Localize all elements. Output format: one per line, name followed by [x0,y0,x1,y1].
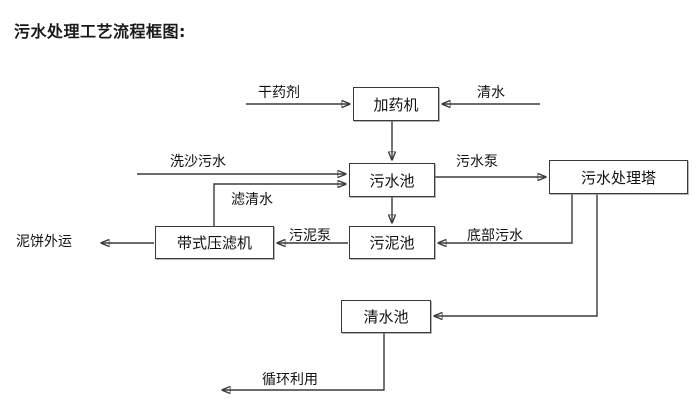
edge-label-sludge_pump: 污泥泵 [289,228,331,244]
edge-label-clean_water_in: 清水 [477,85,505,101]
node-sludge_pool[interactable]: 污泥池 [349,226,435,259]
wire-tower-to-clear-pool [434,194,598,316]
edge-label-sand_wash: 洗沙污水 [170,154,226,170]
node-treat_tower[interactable]: 污水处理塔 [549,160,688,194]
edge-label-bottom_sewage: 底部污水 [467,228,523,244]
edge-label-dry_agent: 干药剂 [258,85,300,101]
page-title: 污水处理工艺流程框图: [14,22,186,41]
node-dosing[interactable]: 加药机 [353,87,439,121]
node-belt_press[interactable]: 带式压滤机 [155,226,274,259]
edge-label-sewage_pump: 污水泵 [456,154,498,170]
node-clear_pool[interactable]: 清水池 [341,300,431,333]
terminal-label-mud_cake_out: 泥饼外运 [16,234,72,250]
node-sewage_pool[interactable]: 污水池 [349,163,435,197]
edge-label-filtrate: 滤清水 [231,192,273,208]
edge-label-recycle_use: 循环利用 [262,372,318,388]
